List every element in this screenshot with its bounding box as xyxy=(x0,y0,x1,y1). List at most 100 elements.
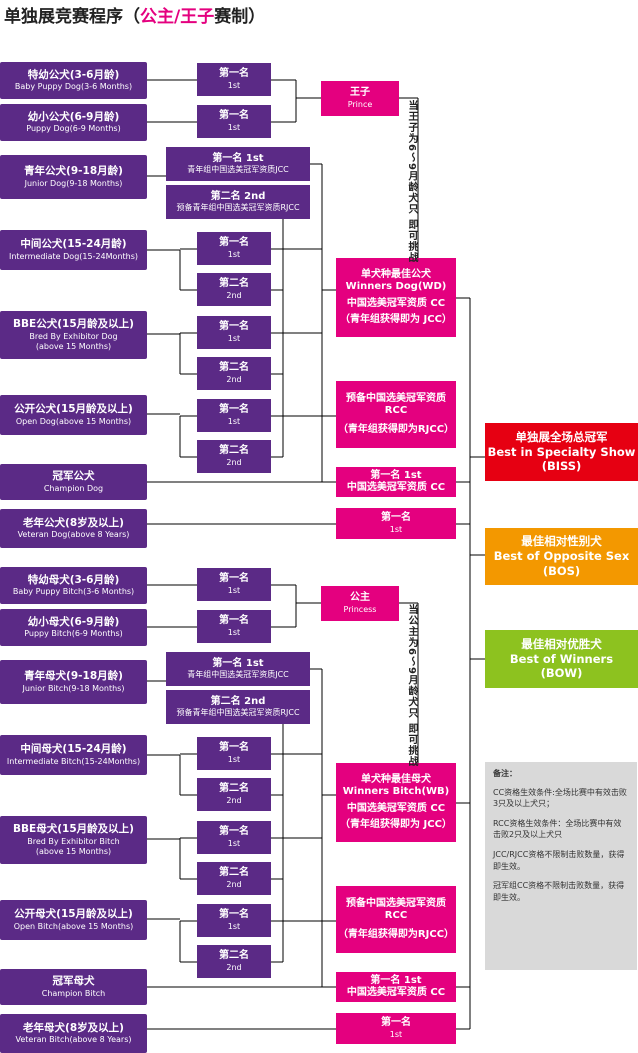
placement-first-text: 1st xyxy=(227,754,241,764)
class-box: 青年公犬(9-18月龄)Junior Dog(9-18 Months) xyxy=(0,155,147,199)
placement-first-text: 第一名 xyxy=(219,237,249,249)
prince-age-note: 当王子为6～9月龄犬只 即可挑战 xyxy=(406,100,417,264)
placement-second-text: 第二名 xyxy=(219,867,249,879)
note-item: 冠军组CC资格不限制击败数量，获得即生效。 xyxy=(493,881,625,902)
princess-age-note: 当公主为6～9月龄犬只 即可挑战 xyxy=(406,604,417,768)
bos-box-text: (BOS) xyxy=(542,563,581,578)
bitch-reserve-box-text: 预备中国选美冠军资质 xyxy=(346,897,446,909)
placement-second-text: 第二名 xyxy=(219,783,249,795)
bow-box-text: 最佳相对优胜犬 xyxy=(521,636,602,651)
class-box-text: 特幼母犬(3-6月龄) xyxy=(27,573,120,586)
class-box-text: 公开母犬(15月龄及以上) xyxy=(14,908,133,921)
bitch-veteran-first-box-text: 第一名 xyxy=(381,1017,411,1029)
bitch-champion-cc-box-text: 中国选美冠军资质 CC xyxy=(346,987,446,998)
class-box: BBE公犬(15月龄及以上)Bred By Exhibitor Dog(abov… xyxy=(0,311,147,359)
placement-first-text: 1st xyxy=(227,838,241,848)
class-box-text: 青年母犬(9-18月龄) xyxy=(24,670,123,683)
placement-first-text: 1st xyxy=(227,122,241,132)
placement-first-text: 第一名 xyxy=(219,615,249,627)
bitch-reserve-box-text: （青年组获得即为RJCC） xyxy=(337,928,455,940)
bow-box-text: (BOW) xyxy=(540,666,583,681)
class-box-text: 特幼公犬(3-6月龄) xyxy=(27,68,120,81)
placement-first-text: 第一名 xyxy=(219,742,249,754)
class-box-text: Intermediate Dog(15-24Months) xyxy=(8,251,139,261)
placement-first-text: 第一名 xyxy=(219,909,249,921)
class-box: 幼小母犬(6-9月龄)Puppy Bitch(6-9 Months) xyxy=(0,609,147,646)
class-box: 老年母犬(8岁及以上)Veteran Bitch(above 8 Years) xyxy=(0,1014,147,1053)
class-box: 老年公犬(8岁及以上)Veteran Dog(above 8 Years) xyxy=(0,509,147,548)
class-box: 特幼公犬(3-6月龄)Baby Puppy Dog(3-6 Months) xyxy=(0,62,147,99)
biss-box-text: 单独展全场总冠军 xyxy=(515,429,608,444)
class-box-text: Puppy Dog(6-9 Months) xyxy=(26,124,121,134)
class-box-text: Champion Bitch xyxy=(41,988,106,998)
class-box-text: Intermediate Bitch(15-24Months) xyxy=(6,756,141,766)
placement-second-text: 2nd xyxy=(226,290,242,300)
class-box-text: 中间母犬(15-24月龄) xyxy=(20,743,127,756)
class-box-text: Open Bitch(above 15 Months) xyxy=(13,921,134,931)
notes-panel: 备注： CC资格生效条件:全场比赛中有效击败3只及以上犬只； RCC资格生效条件… xyxy=(485,762,637,970)
class-box-text: Veteran Dog(above 8 Years) xyxy=(17,530,130,540)
bitch-champion-cc-box-text: 第一名 1st xyxy=(370,974,422,986)
junior-first-box-text: 青年组中国选美冠军资质JCC xyxy=(187,670,289,680)
bos-box-text: 最佳相对性别犬 xyxy=(521,534,602,549)
class-box: 特幼母犬(3-6月龄)Baby Puppy Bitch(3-6 Months) xyxy=(0,567,147,604)
placement-first-text: 第一名 xyxy=(219,573,249,585)
biss-box-text: Best in Specialty Show xyxy=(487,444,636,459)
placement-first-text: 第一名 xyxy=(219,321,249,333)
bos-box-text: Best of Opposite Sex xyxy=(493,549,630,564)
junior-first-box-text: 第一名 1st xyxy=(212,152,264,164)
class-box-text: 老年公犬(8岁及以上) xyxy=(23,516,124,529)
dog-reserve-box-text: （青年组获得即为RJCC） xyxy=(337,423,455,435)
class-box-text: 幼小母犬(6-9月龄) xyxy=(27,615,120,628)
dog-champion-cc-box-text: 中国选美冠军资质 CC xyxy=(346,482,446,493)
biss-box-text: (BISS) xyxy=(541,459,582,474)
placement-first-text: 第一名 xyxy=(219,826,249,838)
placement-first-text: 1st xyxy=(227,249,241,259)
class-box-text: 中间公犬(15-24月龄) xyxy=(20,238,127,251)
placement-second-text: 2nd xyxy=(226,962,242,972)
junior-second-box-text: 预备青年组中国选美冠军资质RJCC xyxy=(176,203,300,213)
class-box: 中间母犬(15-24月龄)Intermediate Bitch(15-24Mon… xyxy=(0,735,147,775)
class-box-text: Bred By Exhibitor Dog xyxy=(29,331,118,341)
class-box: 幼小公犬(6-9月龄)Puppy Dog(6-9 Months) xyxy=(0,104,147,141)
class-box-text: Puppy Bitch(6-9 Months) xyxy=(24,629,123,639)
bitch-veteran-first-box-text: 1st xyxy=(389,1029,403,1039)
class-box-text: BBE公犬(15月龄及以上) xyxy=(13,318,134,331)
placement-second-text: 第二名 xyxy=(219,278,249,290)
dog-veteran-first-box-text: 第一名 xyxy=(381,512,411,524)
placement-first-text: 1st xyxy=(227,921,241,931)
note-item: RCC资格生效条件：全场比赛中有效击败2只及以上犬只 xyxy=(493,818,622,840)
placement-first-text: 第一名 xyxy=(219,68,249,80)
class-box-text: Veteran Bitch(above 8 Years) xyxy=(15,1035,132,1045)
class-box-text: 冠军母犬 xyxy=(52,975,95,988)
dog-winners-box-text: Winners Dog(WD) xyxy=(345,281,447,292)
title-highlight: 公主/王子 xyxy=(140,7,215,27)
junior-first-box-text: 第一名 1st xyxy=(212,657,264,669)
class-box: 公开公犬(15月龄及以上)Open Dog(above 15 Months) xyxy=(0,395,147,435)
placement-first-text: 1st xyxy=(227,585,241,595)
placement-second-text: 2nd xyxy=(226,879,242,889)
junior-first-box-text: 青年组中国选美冠军资质JCC xyxy=(187,165,289,175)
class-box-text: Baby Puppy Dog(3-6 Months) xyxy=(14,82,133,92)
